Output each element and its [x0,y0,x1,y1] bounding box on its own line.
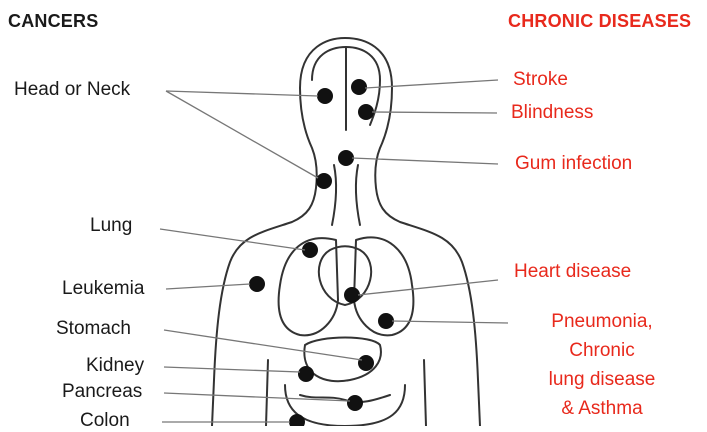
dot-brain-top [351,79,367,95]
dot-brain-mid [358,104,374,120]
pneumonia-line-4: & Asthma [512,398,692,420]
pneumonia-line-1: Pneumonia, [512,311,692,333]
leader-heart [358,280,498,295]
leader-leukemia [166,284,250,289]
neck-outline [332,165,336,225]
dot-arm [249,276,265,292]
label-pneumonia: Pneumonia, Chronic lung disease & Asthma [512,311,692,420]
label-leukemia: Leukemia [62,278,144,300]
leader-stroke [365,80,498,88]
dot-mouth [338,150,354,166]
leader-lung [160,229,305,250]
leader-head-neck-2 [166,91,318,178]
arm-line-left [266,360,268,426]
label-colon: Colon [80,410,130,432]
label-stroke: Stroke [513,69,568,91]
dot-heart [344,287,360,303]
label-blindness: Blindness [511,102,593,124]
pneumonia-line-3: lung disease [512,369,692,391]
arm-line-right [424,360,426,426]
dot-brain-left [317,88,333,104]
leader-kidney [164,367,300,372]
label-stomach: Stomach [56,318,131,340]
label-head-neck: Head or Neck [14,79,130,101]
dot-neck [316,173,332,189]
label-gum-infection: Gum infection [515,153,632,175]
dot-kidney [298,366,314,382]
label-pancreas: Pancreas [62,381,142,403]
label-kidney: Kidney [86,355,144,377]
leader-head-neck-1 [166,91,318,96]
leader-gum [352,158,498,164]
dot-lung-right [378,313,394,329]
pneumonia-line-2: Chronic [512,340,692,362]
label-heart-disease: Heart disease [514,261,631,283]
label-lung: Lung [90,215,132,237]
dot-pancreas [347,395,363,411]
leader-stomach [164,330,362,360]
dot-stomach [358,355,374,371]
dot-colon [289,414,305,426]
